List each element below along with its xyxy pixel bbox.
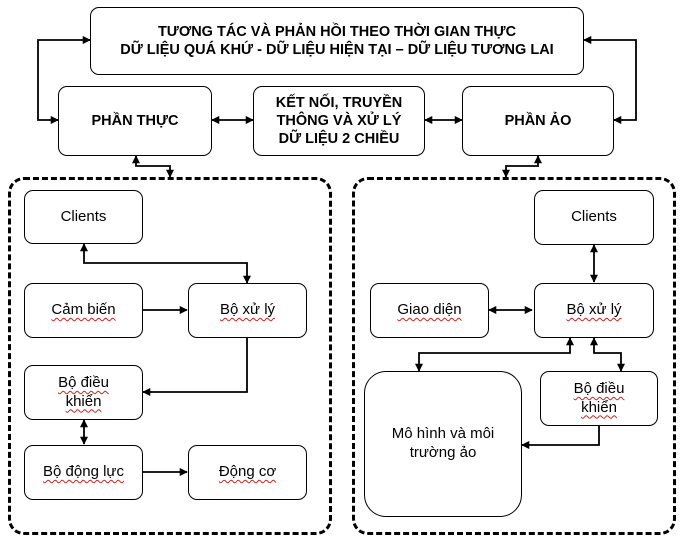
realtime-interaction-header: TƯƠNG TÁC VÀ PHẢN HỒI THEO THỜI GIAN THỰ… [90, 7, 584, 75]
connection-line-2: THÔNG VÀ XỬ LÝ [276, 112, 402, 129]
left-controller-box: Bộ điều khiển [24, 365, 143, 420]
virtual-group-link [501, 155, 543, 178]
power-unit-box: Bộ động lực [24, 445, 143, 500]
processor-controller-link [589, 337, 626, 372]
virtual-model-line-1: Mô hình và môi [391, 425, 495, 443]
right-clients-box: Clients [534, 190, 654, 245]
physical-group-link [131, 155, 175, 178]
left-clients-box: Clients [24, 190, 143, 244]
left-controller-line-2: khiển [65, 392, 102, 410]
sensor-label: Cảm biến [51, 301, 116, 319]
left-controller-line-1: Bộ điều [58, 373, 109, 391]
header-virtual-link [583, 35, 637, 125]
virtual-group-frame [352, 177, 676, 535]
right-controller-box: Bộ điều khiển [540, 371, 658, 426]
right-controller-line-2: khiển [581, 398, 617, 416]
sensor-box: Cảm biến [24, 283, 143, 338]
physical-part-label: PHẦN THỰC [91, 112, 179, 129]
motor-box: Động cơ [188, 445, 307, 500]
connection-line-3: DỮ LIỆU 2 CHIỀU [278, 131, 400, 148]
virtual-model-line-2: trường ảo [409, 444, 477, 461]
left-processor-box: Bộ xử lý [188, 283, 307, 338]
right-processor-box: Bộ xử lý [534, 283, 654, 338]
virtual-part-label: PHẦN ẢO [504, 112, 572, 129]
right-controller-line-1: Bộ điều [573, 379, 625, 397]
header-line-2: DỮ LIỆU QUÁ KHỨ - DỮ LIỆU HIỆN TẠI – DỮ … [120, 42, 554, 58]
left-clients-processor-link [79, 243, 252, 284]
right-clients-label: Clients [571, 208, 617, 226]
header-physical-link [37, 35, 91, 125]
interface-label: Giao diện [397, 301, 462, 319]
connection-processing-box: KẾT NỐI, TRUYỀN THÔNG VÀ XỬ LÝ DỮ LIỆU 2… [253, 86, 425, 156]
physical-part-box: PHẦN THỰC [58, 86, 212, 156]
left-processor-label: Bộ xử lý [219, 301, 276, 319]
left-clients-label: Clients [60, 207, 107, 225]
virtual-model-box: Mô hình và môi trường ảo [364, 371, 522, 517]
connection-line-1: KẾT NỐI, TRUYỀN [275, 94, 403, 111]
interface-box: Giao diện [370, 283, 489, 338]
physical-group-frame [8, 177, 332, 535]
power-unit-label: Bộ động lực [43, 463, 124, 481]
processor-model-link [414, 337, 575, 372]
motor-label: Động cơ [218, 463, 277, 481]
virtual-part-box: PHẦN ẢO [462, 86, 614, 156]
right-processor-label: Bộ xử lý [566, 301, 622, 319]
controller-model-arrow [521, 426, 600, 450]
processor-controller-arrow [142, 338, 248, 397]
header-line-1: TƯƠNG TÁC VÀ PHẢN HỒI THEO THỜI GIAN THỰ… [157, 23, 517, 40]
